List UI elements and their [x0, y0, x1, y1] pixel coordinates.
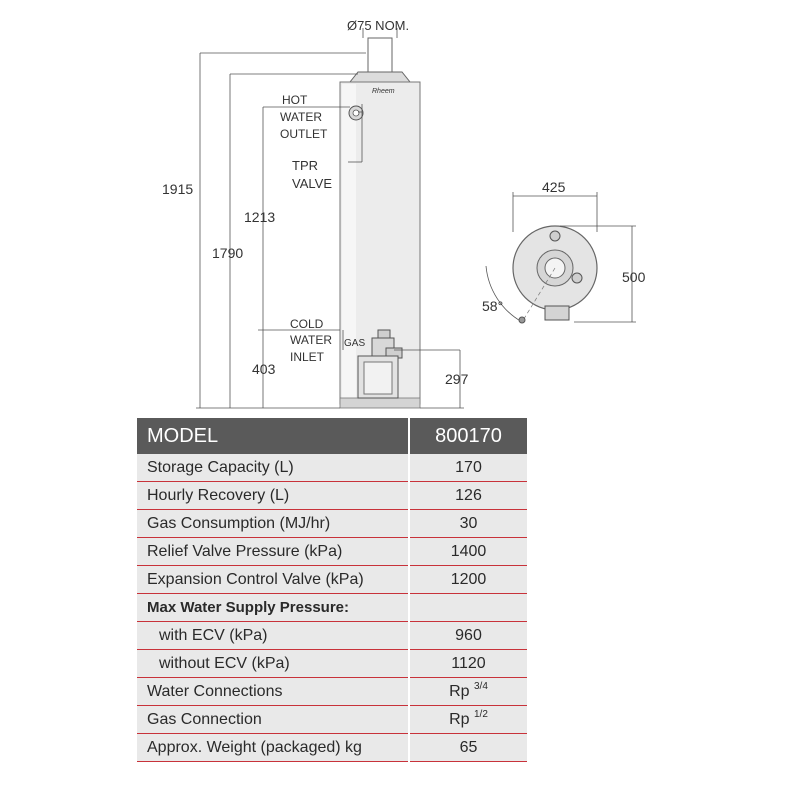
section-label: Max Water Supply Pressure:	[147, 599, 350, 616]
top-view: 425 500 58°	[482, 179, 646, 324]
label-cold-line1: COLD	[290, 317, 324, 331]
value-fraction: 3/4	[474, 680, 488, 692]
table-row: Storage Capacity (L) 170	[137, 454, 527, 482]
table-row: Approx. Weight (packaged) kg 65	[137, 733, 527, 762]
row-value: 126	[408, 481, 527, 510]
model-header: MODEL	[137, 418, 409, 454]
hot-water-outlet-fitting	[348, 105, 364, 121]
row-value	[408, 593, 527, 622]
row-label: with ECV (kPa)	[159, 626, 268, 644]
spec-table: MODEL 800170 Storage Capacity (L) 170 Ho…	[137, 418, 527, 762]
label-hot-line3: OUTLET	[280, 127, 328, 141]
label-hot-line1: HOT	[282, 93, 308, 107]
value-fraction: 1/2	[474, 708, 488, 720]
brand-logo: Rheem	[372, 88, 395, 95]
flue: Ø75 NOM.	[347, 18, 409, 73]
row-value: 170	[408, 454, 527, 482]
table-row: without ECV (kPa) 1120	[137, 649, 527, 678]
row-value: Rp 3/4	[408, 677, 527, 706]
row-value: 30	[408, 509, 527, 538]
flue-size-label: Ø75 NOM.	[347, 18, 409, 33]
row-label: Approx. Weight (packaged) kg	[147, 738, 362, 756]
callout-labels: HOT WATER OUTLET TPR VALVE COLD WATER IN…	[280, 93, 365, 364]
table-row: Expansion Control Valve (kPa) 1200	[137, 565, 527, 594]
dim-total-height: 1915	[162, 181, 193, 197]
row-value: 1400	[408, 537, 527, 566]
label-tpr-line2: VALVE	[292, 176, 332, 191]
row-value: 1200	[408, 565, 527, 594]
table-row: with ECV (kPa) 960	[137, 621, 527, 650]
dim-depth: 500	[622, 269, 646, 285]
label-hot-line2: WATER	[280, 110, 322, 124]
row-label: Gas Connection	[147, 710, 262, 728]
row-label: Relief Valve Pressure (kPa)	[147, 542, 343, 560]
table-row: Relief Valve Pressure (kPa) 1400	[137, 537, 527, 566]
dimension-values: 1915 1790 1213 403 297	[162, 181, 469, 387]
label-cold-line3: INLET	[290, 350, 325, 364]
table-header-row: MODEL 800170	[137, 418, 527, 454]
row-value: 960	[408, 621, 527, 650]
water-heater-diagram: Ø75 NOM. Rheem	[162, 18, 646, 409]
table-section-row: Max Water Supply Pressure:	[137, 593, 527, 622]
label-tpr-line1: TPR	[292, 158, 318, 173]
row-label: Expansion Control Valve (kPa)	[147, 570, 364, 588]
value-prefix: Rp	[449, 682, 470, 700]
dim-angle: 58°	[482, 298, 503, 314]
row-value: 65	[408, 733, 527, 762]
dim-top-height: 1790	[212, 245, 243, 261]
label-cold-line2: WATER	[290, 333, 332, 347]
table-row: Gas Consumption (MJ/hr) 30	[137, 509, 527, 538]
dimension-lines	[196, 52, 464, 409]
table-row: Gas Connection Rp 1/2	[137, 705, 527, 734]
value-prefix: Rp	[449, 710, 470, 728]
row-label: Hourly Recovery (L)	[147, 486, 290, 504]
table-row: Water Connections Rp 3/4	[137, 677, 527, 706]
row-value: Rp 1/2	[408, 705, 527, 734]
row-label: Storage Capacity (L)	[147, 458, 294, 476]
dim-hot-outlet-height: 1213	[244, 209, 275, 225]
table-row: Hourly Recovery (L) 126	[137, 481, 527, 510]
label-gas: GAS	[344, 338, 365, 349]
dim-cold-inlet-height: 403	[252, 361, 276, 377]
row-label: Water Connections	[147, 682, 283, 700]
row-value: 1120	[408, 649, 527, 678]
dim-gas-height: 297	[445, 371, 469, 387]
row-label: without ECV (kPa)	[159, 654, 290, 672]
row-label: Gas Consumption (MJ/hr)	[147, 514, 331, 532]
gas-control-valve	[357, 329, 403, 399]
dim-diameter: 425	[542, 179, 566, 195]
model-number: 800170	[408, 418, 527, 454]
